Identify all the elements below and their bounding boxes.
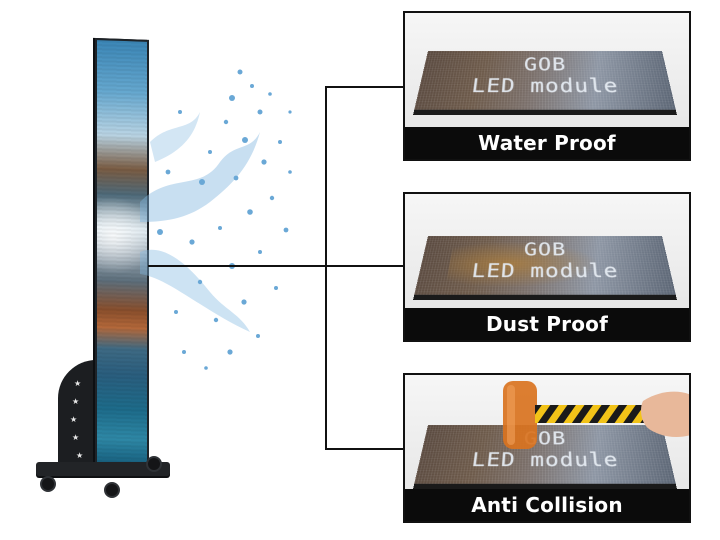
water-proof-module-photo: GOB LED module — [405, 13, 689, 129]
water-splash — [140, 69, 292, 370]
connector-to-dust-proof — [325, 265, 405, 267]
hand — [641, 391, 689, 437]
feature-panel-anti-collision: GOB LED module Anti Collision — [403, 373, 691, 523]
stand-bracket: ★ ★ ★ ★ ★ — [58, 360, 102, 472]
module-text-gob: GOB — [523, 239, 567, 260]
connector-to-anti-collision — [325, 448, 405, 450]
caster-wheel — [104, 482, 120, 498]
feature-caption-water-proof: Water Proof — [405, 127, 689, 159]
feature-caption-dust-proof: Dust Proof — [405, 308, 689, 340]
led-poster-stand: ★ ★ ★ ★ ★ — [0, 0, 200, 540]
module-text-led-module: LED module — [470, 74, 620, 98]
gob-led-module: GOB LED module — [413, 50, 677, 115]
feature-panel-dust-proof: GOB LED module Dust Proof — [403, 192, 691, 342]
caster-wheel — [40, 476, 56, 492]
star-icon: ★ — [70, 415, 78, 424]
feature-panel-water-proof: GOB LED module Water Proof — [403, 11, 691, 161]
connector-main — [148, 265, 326, 267]
star-icon: ★ — [72, 433, 80, 442]
connector-to-water-proof — [325, 86, 405, 88]
rubber-mallet — [503, 381, 689, 449]
dust-proof-module-photo: GOB LED module — [405, 194, 689, 310]
star-icon: ★ — [74, 379, 82, 388]
star-icon: ★ — [72, 397, 80, 406]
module-text-led-module: LED module — [470, 259, 620, 283]
module-text-gob: GOB — [523, 54, 567, 75]
anti-collision-module-photo: GOB LED module — [405, 375, 689, 491]
feature-caption-anti-collision: Anti Collision — [405, 489, 689, 521]
stand-foot — [36, 462, 170, 476]
gob-led-module: GOB LED module — [413, 235, 677, 300]
caster-wheel — [146, 456, 162, 472]
connector-vertical — [325, 86, 327, 449]
star-icon: ★ — [76, 451, 84, 460]
